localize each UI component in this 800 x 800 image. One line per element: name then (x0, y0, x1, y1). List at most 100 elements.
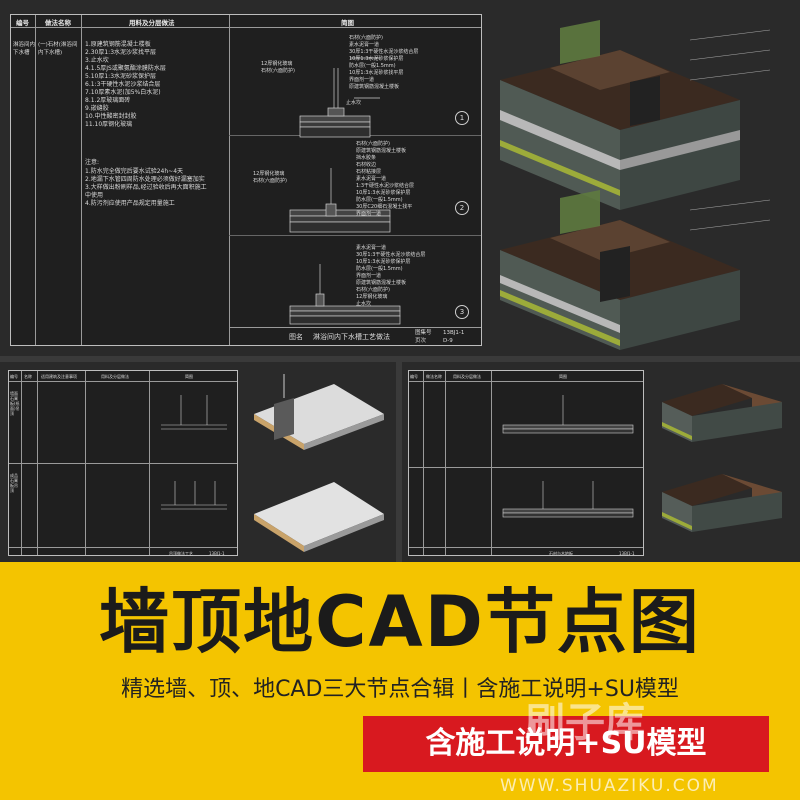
layer-item: 5.10厚1:3水泥砂浆保护层 (85, 73, 157, 80)
note-item: 2.地漏下水管四周防水处理必须做好漏塞加实 (85, 176, 205, 183)
layer-item: 10.中性酸密封封胶 (85, 113, 137, 120)
labels-left-detail-1: 12厚钢化玻璃石材(六面防护) (261, 61, 295, 75)
layer-item: 3.止水坎 (85, 57, 109, 64)
callout-item: 12厚钢化玻璃 (253, 171, 285, 177)
callout-item: 素水泥膏一道 (356, 176, 387, 182)
header-number: 编号 (10, 374, 18, 379)
header-name: 名称 (24, 374, 32, 379)
callout-item: 界面剂一道 (356, 273, 382, 279)
detail-drawings (289, 57, 401, 325)
callout-item: 素水泥膏一道 (356, 245, 387, 251)
callout-item: 石材粘接层 (356, 169, 382, 175)
footer-value: 13BJ1-1 (619, 551, 635, 556)
ceiling-details (161, 395, 227, 510)
header-notes: 适用建筑及注意事项 (41, 374, 77, 379)
callout-item: 石材收边 (356, 162, 377, 168)
callout-item: 界面剂一道 (356, 211, 382, 217)
callout-item: 石材(六面防护) (349, 35, 383, 41)
su-model-2 (500, 190, 771, 350)
row-divider (9, 463, 237, 464)
ceiling-preview-panel: 编号 名称 适用建筑及注意事项 用料及分层做法 简图 墙面石膏板(纸面)吊顶 成… (0, 362, 396, 562)
header-divider (11, 27, 481, 28)
layer-item: 4.1.5厚JS或聚氨酯涂膜防水层 (85, 65, 166, 72)
callout-item: 原建筑钢筋混凝土楼板 (349, 84, 400, 90)
column-divider (149, 371, 150, 555)
header-materials: 用料及分层做法 (101, 374, 129, 379)
callout-item: 挡水胶条 (356, 155, 377, 161)
column-divider (229, 15, 230, 345)
column-divider (85, 371, 86, 555)
header-materials: 用料及分层做法 (129, 19, 175, 27)
callout-item: 石材(六面防护) (253, 178, 287, 184)
footer-label: 图名 (289, 333, 303, 341)
footer-set-value: 13BJ1-1 (443, 330, 465, 336)
header-drawing: 简图 (559, 374, 567, 379)
layer-item: 9.嵌缝胶 (85, 105, 109, 112)
footer-name: 吊顶做法工艺 (169, 551, 193, 556)
callout-item: 30厚C20细石混凝土找平 (356, 204, 413, 210)
feature-badge: 含施工说明+SU模型 (363, 716, 769, 772)
footer-divider (409, 547, 643, 548)
cad-sheet-main: 编号 做法名称 用料及分层做法 简图 淋浴间内下水槽 (一)石材(淋浴间内下水槽… (10, 14, 482, 346)
footer-divider (9, 547, 237, 548)
layer-item: 8.1.2厚玻璃面砖 (85, 97, 131, 104)
callout-item: 10厚1:3水泥砂浆保护层 (356, 190, 411, 196)
watermark-logo: 刷子库 (525, 700, 645, 746)
main-title: 墙顶地CAD节点图 (99, 581, 701, 663)
callout-item: 12厚钢化玻璃 (261, 61, 293, 67)
method-name: (一)石材(淋浴间内下水槽) (38, 42, 78, 56)
footer-name: 石材与木地板 (549, 551, 573, 556)
callout-item: 界面剂一道 (349, 77, 375, 83)
footer-page-value: D-9 (443, 338, 453, 344)
callout-item: 原建筑钢筋混凝土楼板 (356, 148, 407, 154)
column-divider (21, 371, 22, 555)
callout-item: 原建筑钢筋混凝土楼板 (356, 280, 407, 286)
header-materials: 用料及分层做法 (453, 374, 481, 379)
row-label: 淋浴间内下水槽 (13, 42, 36, 56)
column-divider (37, 371, 38, 555)
detail-number-3: 3 (455, 305, 469, 319)
callout-item: 10厚1:3水泥砂浆保护层 (356, 259, 411, 265)
labels-left-detail-2: 12厚钢化玻璃石材(六面防护) (253, 171, 287, 185)
header-drawing: 简图 (341, 19, 354, 27)
subtitle: 精选墙、顶、地CAD三大节点合辑丨含施工说明+SU模型 (121, 677, 679, 702)
header-divider (9, 381, 237, 382)
su-model-renders (500, 20, 771, 350)
note-item: 3.大样做出粉刷样品,经过验收后再大面积施工 (85, 184, 207, 191)
callout-item: 素水泥膏一道 (349, 42, 380, 48)
callout-item: 防水层(一般1.5mm) (356, 197, 403, 203)
row-ceiling-2: 成品石膏板吊顶 (10, 473, 18, 493)
note-item: 中使用 (85, 192, 104, 199)
column-divider (35, 15, 36, 345)
footer-value: 13BJ1-1 (209, 551, 225, 556)
callout-item: 10厚1:3水泥砂浆保护层 (349, 56, 404, 62)
callout-item: 石材(六面防护) (356, 141, 390, 147)
header-method: 做法名称 (426, 374, 442, 379)
column-divider (491, 371, 492, 555)
detail-divider (229, 235, 481, 236)
column-divider (445, 371, 446, 555)
detail-number-2: 2 (455, 201, 469, 215)
cad-sheet-ceiling: 编号 名称 适用建筑及注意事项 用料及分层做法 简图 墙面石膏板(纸面)吊顶 成… (8, 370, 238, 556)
callout-item: 石材(六面防护) (356, 287, 390, 293)
note-item: 4.防污剂应使用产品规定用量施工 (85, 200, 175, 207)
header-divider (409, 381, 643, 382)
layer-item: 6.1:3干硬性水泥沙浆结合层 (85, 81, 161, 88)
footer-page-label: 页次 (415, 338, 427, 344)
layer-item: 1.原建筑钢筋混凝土楼板 (85, 41, 151, 48)
detail-number-1: 1 (455, 111, 469, 125)
callout-item: 防水层(一般1.5mm) (356, 266, 403, 272)
note-item: 1.防水完全做完后要水试验24h~4天 (85, 168, 184, 175)
floor-details (502, 395, 634, 518)
callout-item: 止水坎 (356, 301, 372, 307)
footer-name: 淋浴间内下水槽工艺做法 (313, 333, 390, 341)
column-divider (81, 15, 82, 345)
layer-item: 2.30厚1:3水泥沙浆找平层 (85, 49, 157, 56)
su-model-1 (500, 20, 771, 210)
notes-title: 注意: (85, 159, 100, 166)
cad-sheet-floor: 编号 做法名称 用料及分层做法 简图 石材与木地板 13BJ1-1 (408, 370, 644, 556)
header-number: 编号 (410, 374, 418, 379)
